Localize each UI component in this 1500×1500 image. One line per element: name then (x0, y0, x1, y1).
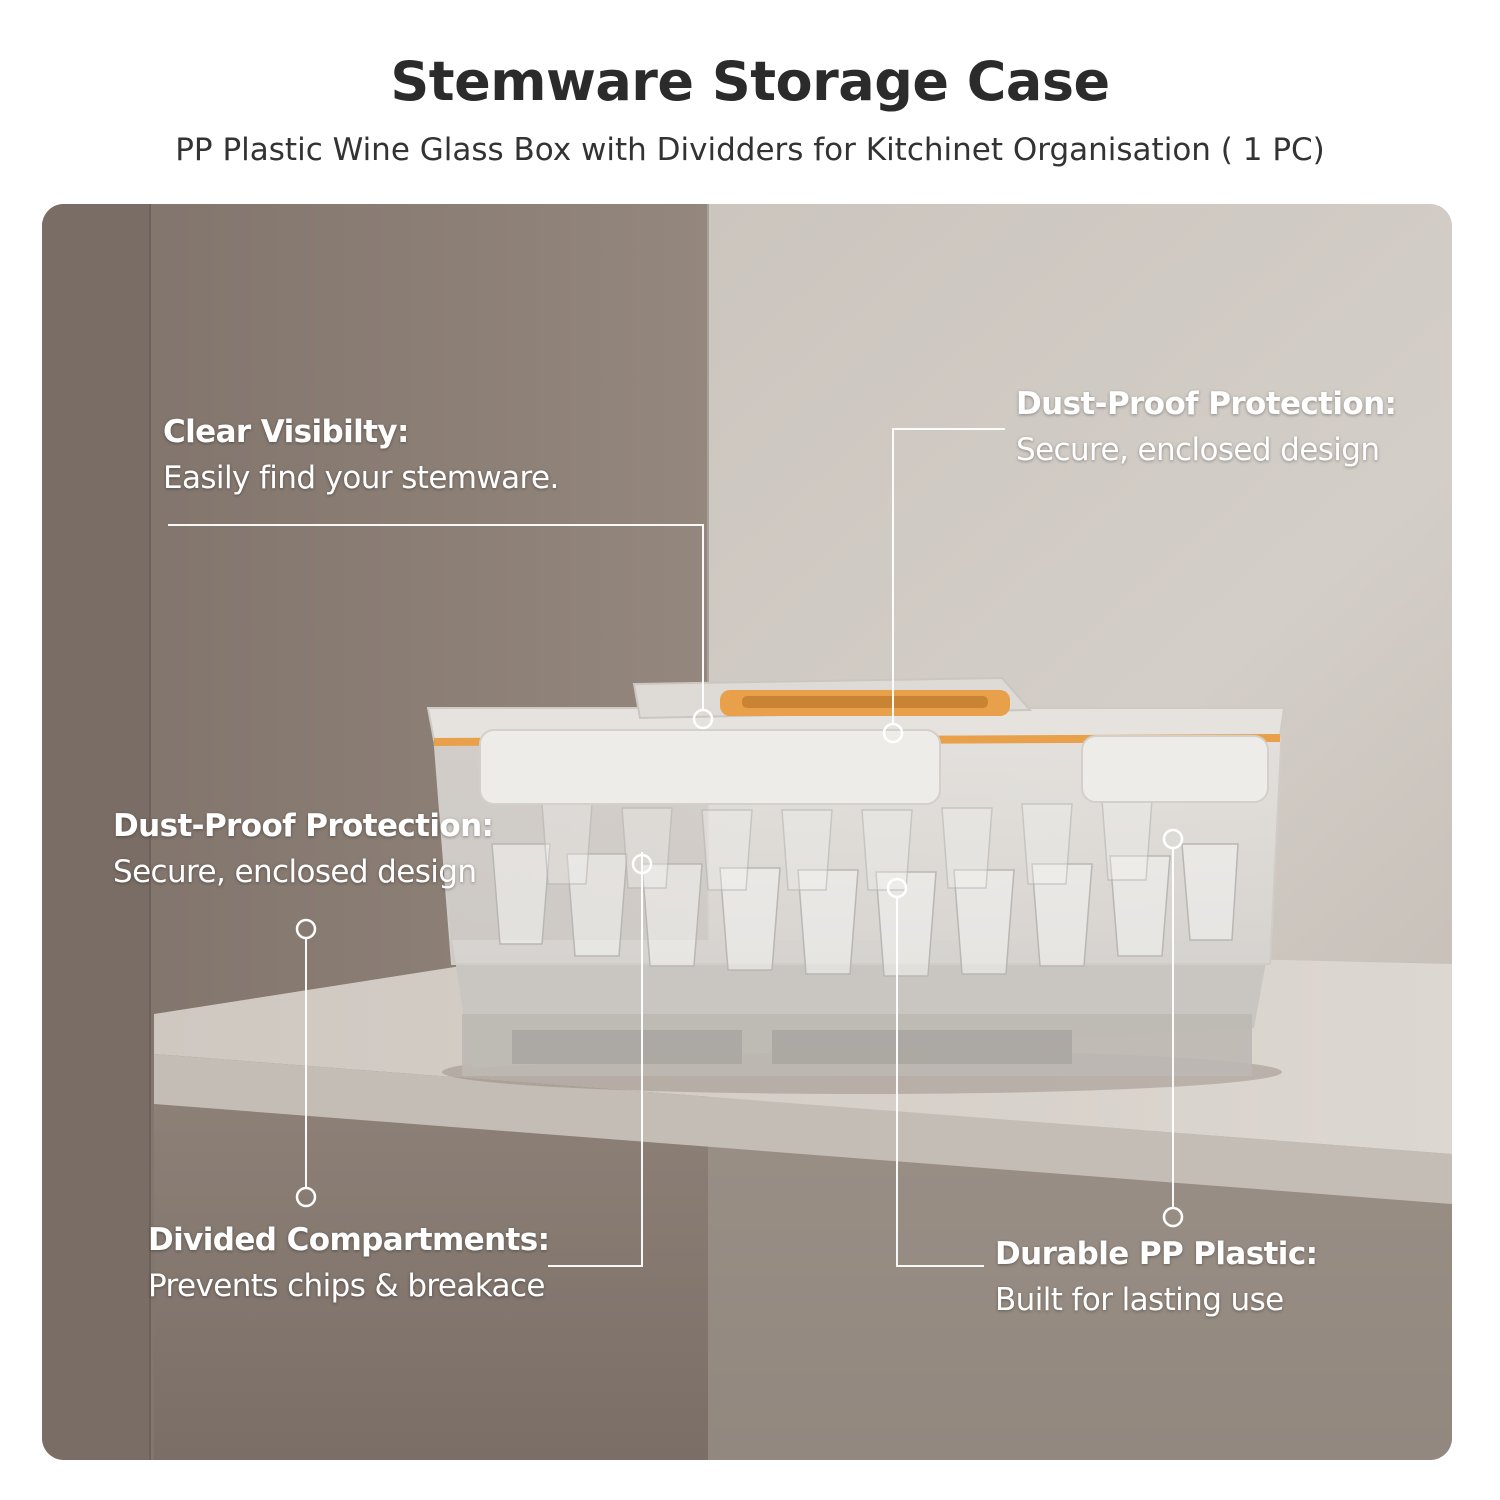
product-scene (42, 204, 1452, 1460)
callout-description: Secure, enclosed design (113, 854, 477, 890)
side-latch (1081, 735, 1269, 803)
callout-description: Prevents chips & breakace (148, 1268, 545, 1304)
callout-lines (168, 428, 1174, 1267)
front-latch (479, 729, 941, 805)
callout-divided-compartments: Divided Compartments: Prevents chips & b… (148, 1222, 550, 1304)
page-subtitle: PP Plastic Wine Glass Box with Dividders… (175, 132, 1325, 168)
product-illustration (42, 204, 1452, 1460)
page-title: Stemware Storage Case (390, 50, 1110, 113)
callout-heading: Clear Visibilty: (163, 414, 409, 450)
callout-description: Secure, enclosed design (1016, 432, 1380, 468)
cabinet-edge (42, 204, 150, 1460)
callout-description: Easily find your stemware. (163, 460, 559, 496)
callout-clear-visibility: Clear Visibilty: Easily find your stemwa… (163, 414, 559, 496)
shelf-front (154, 1054, 1452, 1204)
callout-dust-proof-left: Dust-Proof Protection: Secure, enclosed … (113, 808, 494, 890)
callout-description: Built for lasting use (995, 1282, 1284, 1318)
callout-durable-pp-plastic: Durable PP Plastic: Built for lasting us… (995, 1236, 1318, 1318)
callout-heading: Durable PP Plastic: (995, 1236, 1318, 1272)
callout-heading: Dust-Proof Protection: (1016, 386, 1397, 422)
callout-heading: Divided Compartments: (148, 1222, 550, 1258)
glasses-group (491, 799, 1239, 977)
callout-markers (295, 708, 1184, 1228)
callout-heading: Dust-Proof Protection: (113, 808, 494, 844)
callout-dust-proof-top: Dust-Proof Protection: Secure, enclosed … (1016, 386, 1397, 468)
